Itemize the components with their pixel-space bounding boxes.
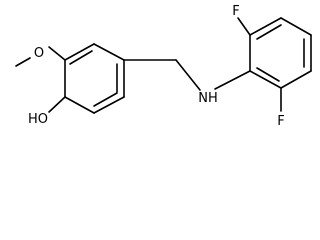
bond xyxy=(214,70,251,90)
bond xyxy=(93,96,125,114)
fluorine-bottom-label: F xyxy=(277,114,284,129)
molecule-structure: F F NH O HO xyxy=(15,4,312,129)
double-bond xyxy=(69,50,93,65)
bond xyxy=(175,59,201,91)
fluorine-top-label: F xyxy=(232,4,239,19)
bond xyxy=(280,70,312,89)
bonds xyxy=(15,17,312,114)
double-bond xyxy=(256,24,282,40)
bond xyxy=(249,70,282,89)
bond xyxy=(64,96,95,114)
methoxy-oxygen-label: O xyxy=(34,46,44,61)
bond xyxy=(93,43,125,61)
bond xyxy=(64,43,95,61)
hydroxyl-label: HO xyxy=(28,112,48,127)
bond xyxy=(48,96,66,113)
bond xyxy=(15,57,31,67)
bond xyxy=(280,17,312,36)
bond xyxy=(249,17,282,36)
bond xyxy=(237,17,251,36)
double-bond xyxy=(256,67,280,82)
double-bond xyxy=(93,92,118,107)
amine-label: NH xyxy=(198,91,218,106)
bond xyxy=(48,46,66,61)
